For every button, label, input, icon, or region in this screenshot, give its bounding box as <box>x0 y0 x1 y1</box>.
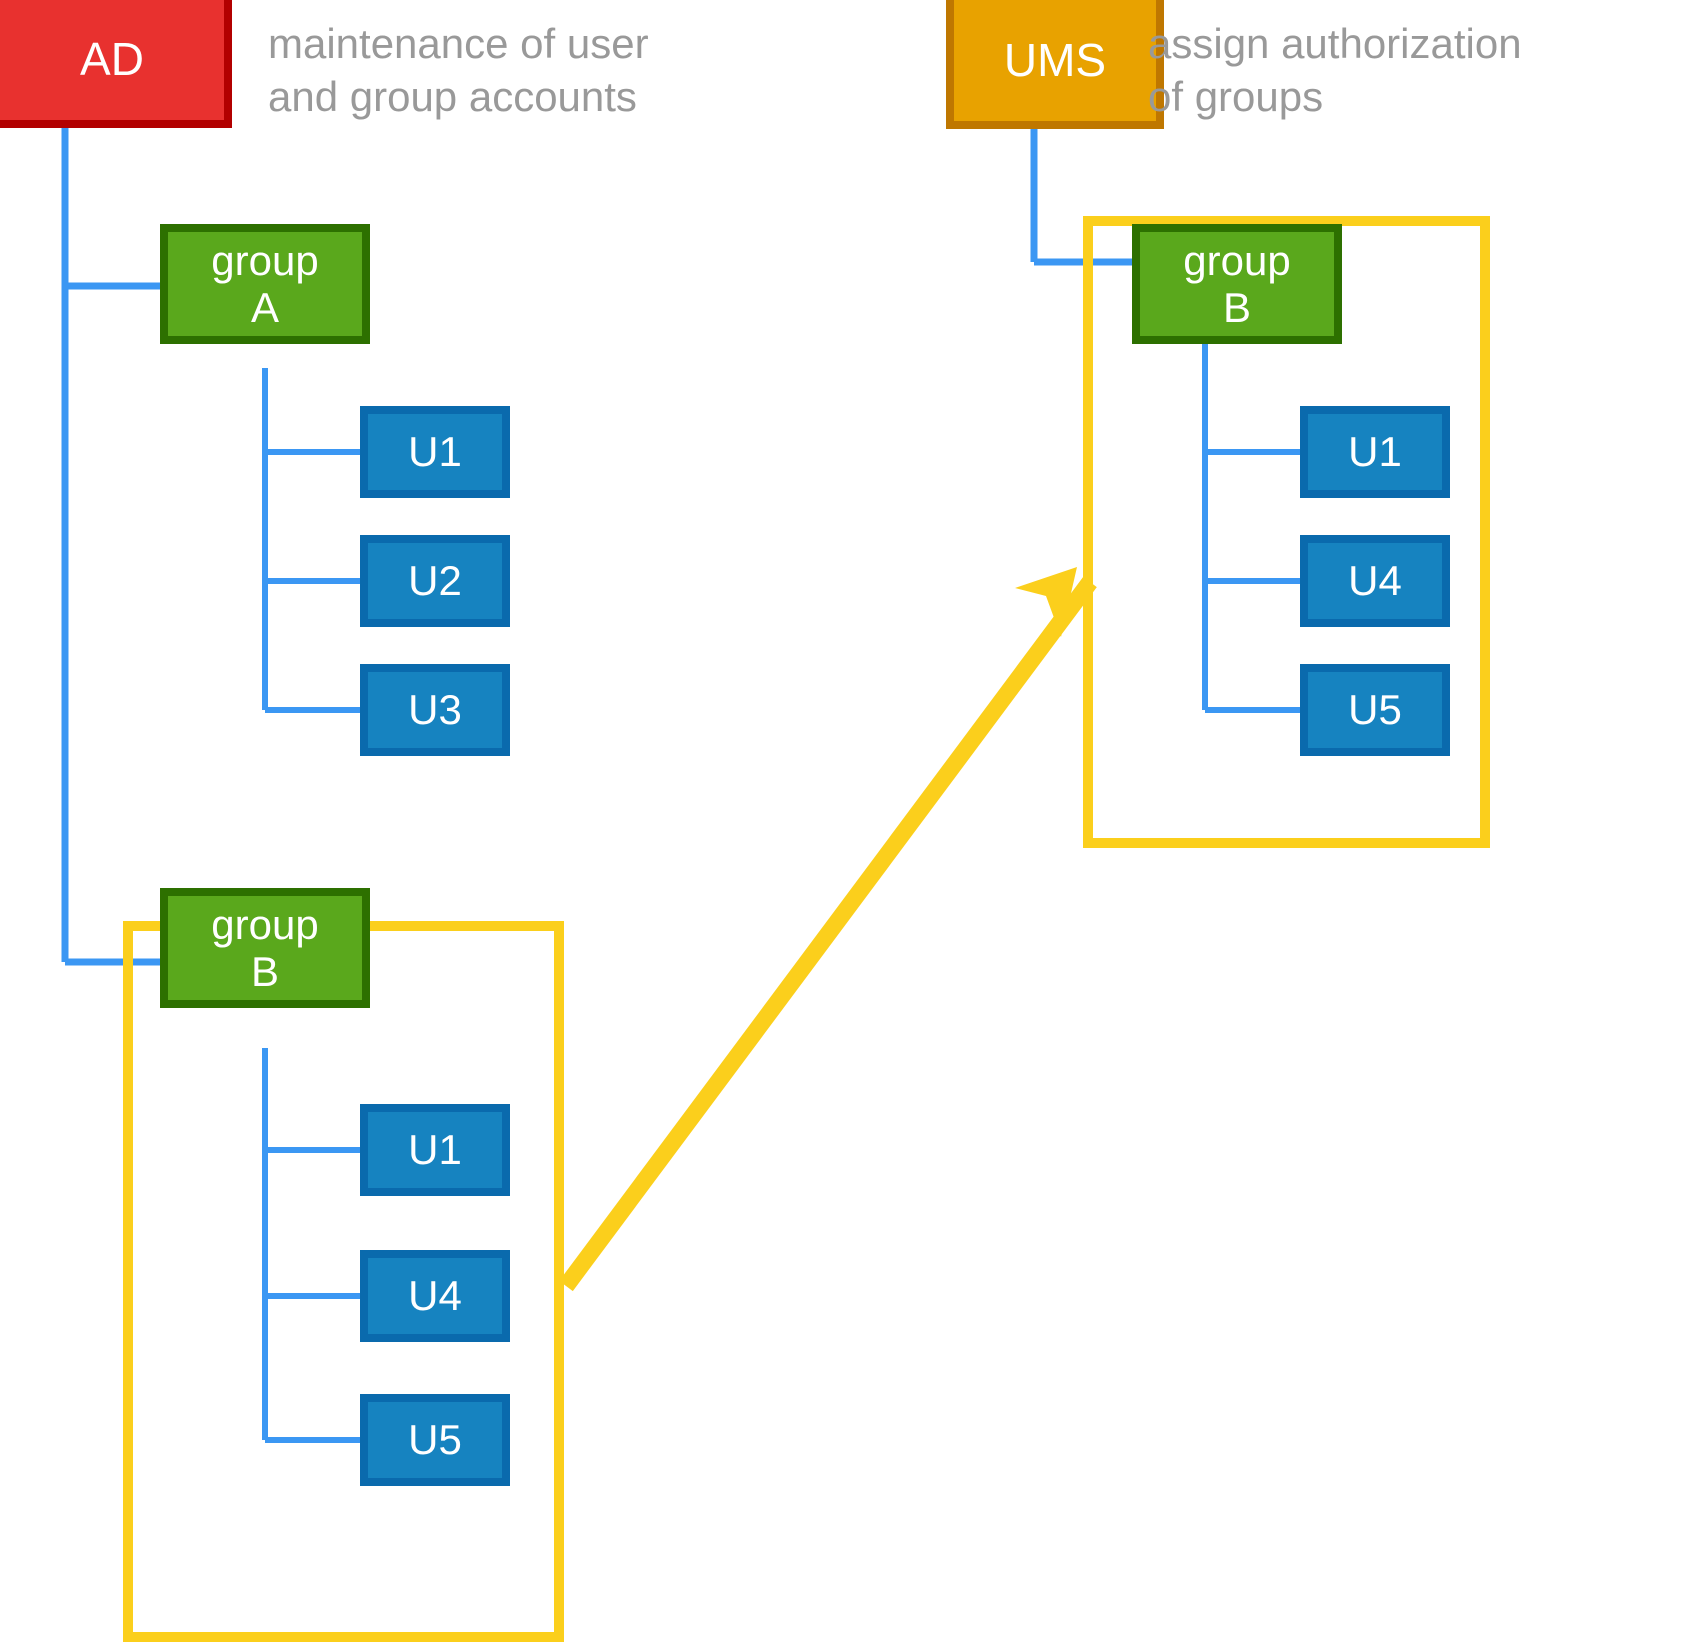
sync-arrow-head <box>1015 567 1077 637</box>
group-b-ums-container <box>1083 216 1490 848</box>
node-group-a-user-u2[interactable]: U2 <box>360 535 510 627</box>
user-label: U4 <box>408 1272 462 1320</box>
user-label: U5 <box>408 1416 462 1464</box>
user-label: U4 <box>1348 557 1402 605</box>
group-a-connectors <box>262 368 360 713</box>
user-label: U1 <box>408 428 462 476</box>
node-ums-label: UMS <box>1003 33 1107 86</box>
node-group-b-ums-user-u1[interactable]: U1 <box>1300 406 1450 498</box>
node-group-b-ums-user-u4[interactable]: U4 <box>1300 535 1450 627</box>
user-label: U3 <box>408 686 462 734</box>
node-ad-label: AD <box>80 33 144 86</box>
node-group-b-ums-user-u5[interactable]: U5 <box>1300 664 1450 756</box>
ad-connectors <box>61 128 160 966</box>
node-ums[interactable]: UMS <box>946 0 1164 129</box>
user-label: U1 <box>408 1126 462 1174</box>
node-group-b-ad[interactable]: group B <box>160 888 370 1008</box>
node-group-b-ums-label: group B <box>1183 236 1291 331</box>
node-group-a[interactable]: group A <box>160 224 370 344</box>
node-group-b-ad-user-u1[interactable]: U1 <box>360 1104 510 1196</box>
node-group-a-label: group A <box>211 236 319 331</box>
group-b-ums-connectors <box>1202 336 1300 713</box>
node-ad[interactable]: AD <box>0 0 232 128</box>
ums-caption: assign authorization of groups <box>1148 20 1522 120</box>
ad-caption: maintenance of user and group accounts <box>268 20 649 120</box>
user-label: U5 <box>1348 686 1402 734</box>
sync-arrow <box>559 567 1097 1292</box>
node-group-b-ad-user-u4[interactable]: U4 <box>360 1250 510 1342</box>
group-b-ad-connectors <box>262 1048 360 1443</box>
sync-arrow-shaft <box>559 576 1097 1292</box>
user-label: U1 <box>1348 428 1402 476</box>
node-group-a-user-u3[interactable]: U3 <box>360 664 510 756</box>
node-group-b-ad-user-u5[interactable]: U5 <box>360 1394 510 1486</box>
user-label: U2 <box>408 557 462 605</box>
node-group-a-user-u1[interactable]: U1 <box>360 406 510 498</box>
node-group-b-ad-label: group B <box>211 900 319 995</box>
node-group-b-ums[interactable]: group B <box>1132 224 1342 344</box>
